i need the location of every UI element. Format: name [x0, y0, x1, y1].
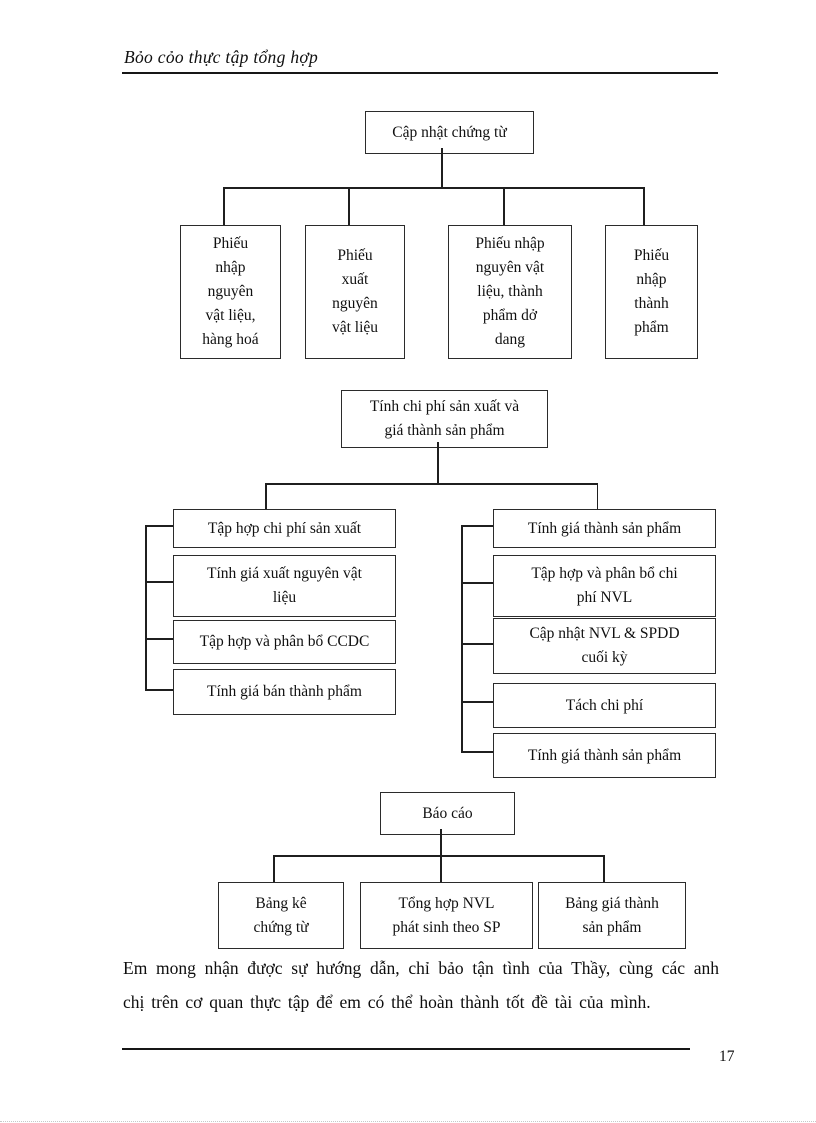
node-tap-hop-phan-bo-chi-phi-nvl: Tập hợp và phân bổ chi phí NVL: [493, 555, 716, 617]
connector-cost-drop-left: [265, 483, 267, 509]
connector-left-bracket-rail: [145, 525, 147, 690]
connector-document-drop-3: [503, 187, 505, 225]
node-tap-hop-chi-phi-san-xuat: Tập hợp chi phí sản xuất: [173, 509, 396, 548]
connector-report-drop-right: [603, 855, 605, 882]
page-header-title: Bỏo cỏo thực tập tổng hợp: [124, 47, 319, 67]
node-tinh-gia-thanh-san-pham-2: Tính giá thành sản phẩm: [493, 733, 716, 778]
connector-right-bracket-rail: [461, 525, 463, 752]
node-phieu-xuat-nvl: Phiếu xuất nguyên vật liệu: [305, 225, 405, 359]
node-tach-chi-phi: Tách chi phí: [493, 683, 716, 728]
connector-cost-stem: [437, 442, 439, 483]
node-tinh-chi-phi-san-xuat-gia-thanh: Tính chi phí sản xuất và giá thành sản p…: [341, 390, 548, 448]
node-bang-ke-chung-tu: Bảng kê chứng từ: [218, 882, 344, 949]
header-rule: [122, 72, 718, 74]
connector-document-drop-4: [643, 187, 645, 225]
connector-root-stem: [441, 148, 443, 187]
connector-cost-drop-right: [596, 483, 598, 509]
connector-left-bracket-stub-3: [145, 638, 173, 640]
closing-paragraph: Em mong nhận được sự hướng dẫn, chỉ bảo …: [123, 958, 719, 1012]
node-cap-nhat-nvl-spdd-cuoi-ky: Cập nhật NVL & SPDD cuối kỳ: [493, 618, 716, 674]
node-bao-cao: Báo cáo: [380, 792, 515, 835]
node-phieu-nhap-nvl-hang-hoa: Phiếu nhập nguyên vật liệu, hàng hoá: [180, 225, 281, 359]
connector-document-drop-2: [348, 187, 350, 225]
connector-document-drop-1: [223, 187, 225, 225]
connector-right-bracket-stub-4: [461, 701, 493, 703]
connector-right-bracket-stub-2: [461, 582, 493, 584]
node-tinh-gia-ban-thanh-pham: Tính giá bán thành phẩm: [173, 669, 396, 715]
connector-report-drop-left: [273, 855, 275, 882]
node-phieu-nhap-nvl-thanh-pham-do-dang: Phiếu nhập nguyên vật liệu, thành phẩm d…: [448, 225, 572, 359]
connector-documents-rail: [223, 187, 644, 189]
connector-cost-rail: [265, 483, 598, 485]
connector-right-bracket-stub-3: [461, 643, 493, 645]
connector-left-bracket-stub-1: [145, 525, 173, 527]
node-tong-hop-nvl-phat-sinh-theo-sp: Tổng hợp NVL phát sinh theo SP: [360, 882, 533, 949]
footer-rule: [122, 1048, 690, 1050]
node-tap-hop-phan-bo-ccdc: Tập hợp và phân bổ CCDC: [173, 620, 396, 664]
page-bottom-edge: [0, 1121, 816, 1122]
connector-left-bracket-stub-2: [145, 581, 173, 583]
node-cap-nhat-chung-tu: Cập nhật chứng từ: [365, 111, 534, 154]
node-tinh-gia-xuat-nvl: Tính giá xuất nguyên vật liệu: [173, 555, 396, 617]
connector-left-bracket-stub-4: [145, 689, 173, 691]
page-number: 17: [719, 1048, 735, 1065]
connector-right-bracket-stub-5: [461, 751, 493, 753]
node-bang-gia-thanh-san-pham: Bảng giá thành sản phẩm: [538, 882, 686, 949]
connector-right-bracket-stub-1: [461, 525, 493, 527]
node-phieu-nhap-thanh-pham: Phiếu nhập thành phẩm: [605, 225, 698, 359]
node-tinh-gia-thanh-san-pham-1: Tính giá thành sản phẩm: [493, 509, 716, 548]
connector-report-rail: [273, 855, 604, 857]
